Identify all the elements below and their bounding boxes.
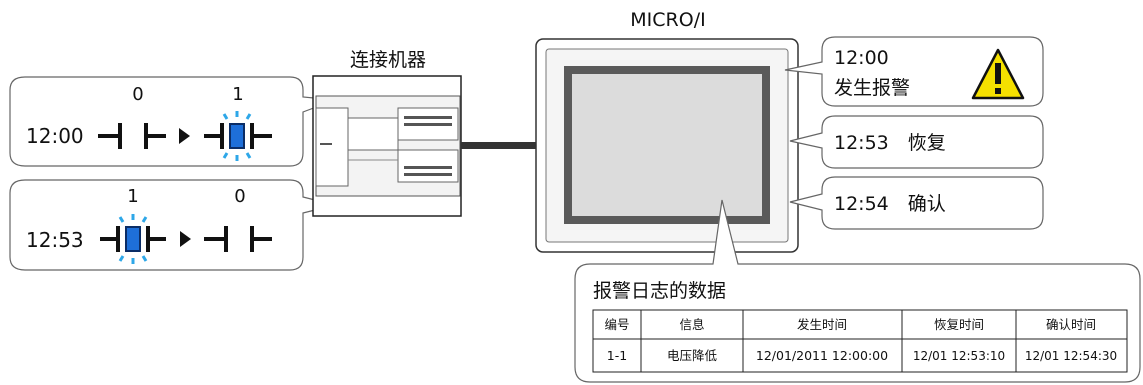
header-occurrence-time: 发生时间 (797, 317, 847, 332)
arrow-right-icon (179, 128, 190, 144)
alarm-log-callout (574, 199, 1141, 383)
state-from-top: 0 (132, 84, 143, 105)
alarm-log-table (592, 309, 1128, 373)
open-contact-icon (204, 226, 272, 252)
arrow-right-icon (180, 231, 191, 247)
time-bottom: 12:53 (26, 228, 84, 252)
cell-recovery-time: 12/01 12:53:10 (913, 349, 1005, 363)
header-no: 编号 (604, 317, 629, 332)
recovery-callout (789, 115, 1044, 169)
hmi-panel (535, 38, 799, 253)
cable (461, 142, 537, 149)
closed-contact-icon (100, 214, 166, 264)
contact-bubble-bottom (9, 179, 336, 271)
cell-no: 1-1 (607, 348, 627, 363)
open-contact-icon (98, 123, 166, 149)
cell-message: 电压降低 (667, 348, 718, 363)
device-label: MICRO/I (630, 9, 705, 31)
recovery-text: 12:53 恢复 (834, 132, 946, 154)
header-recovery-time: 恢复时间 (934, 317, 984, 332)
confirm-callout (789, 176, 1044, 230)
confirm-text: 12:54 确认 (834, 193, 946, 215)
header-message: 信息 (679, 317, 704, 332)
time-top: 12:00 (26, 124, 84, 148)
warning-icon (971, 48, 1025, 100)
state-from-bottom: 1 (127, 186, 138, 207)
cell-confirm-time: 12/01 12:54:30 (1025, 349, 1117, 363)
contact-bubble-top (9, 76, 336, 167)
plc-device (312, 75, 462, 217)
alarm-log-title: 报警日志的数据 (593, 280, 726, 302)
header-confirm-time: 确认时间 (1046, 317, 1096, 332)
closed-contact-icon (204, 111, 272, 161)
alarm-time: 12:00 (834, 47, 889, 69)
alarm-text: 发生报警 (834, 77, 910, 99)
connected-device-label: 连接机器 (350, 49, 426, 71)
state-to-top: 1 (232, 84, 243, 105)
state-to-bottom: 0 (234, 186, 245, 207)
cell-occurrence-time: 12/01/2011 12:00:00 (756, 348, 888, 363)
